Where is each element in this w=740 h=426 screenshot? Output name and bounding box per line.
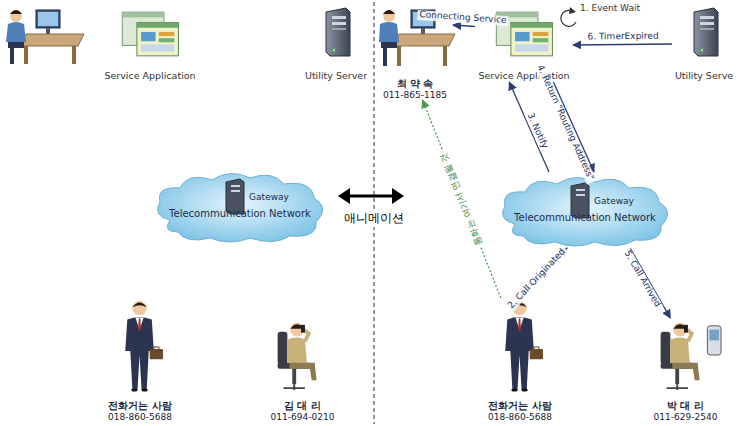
node-label: Utility Serve: [672, 71, 736, 82]
person-node: 박 대 리011-629-2540: [635, 318, 736, 422]
server-node: Utility Serve: [672, 6, 736, 82]
node-label: 전화거는 사람: [472, 401, 568, 412]
stand-icon: [92, 298, 188, 396]
node-label: Gateway: [150, 192, 330, 202]
cloud-icon: [495, 172, 675, 252]
node-sublabel: 011-629-2540: [635, 412, 736, 422]
node-sublabel: 011-694-0210: [252, 412, 353, 422]
sit-icon: [252, 318, 353, 398]
node-sublabel: Telecommunication Network: [495, 212, 675, 224]
node-label: Gateway: [495, 196, 675, 206]
loop-arrow: [561, 7, 576, 26]
double-arrow: [338, 188, 404, 204]
flow-arrow: [453, 25, 475, 27]
node-label: Service Application: [97, 71, 203, 82]
node-label: Service Application: [475, 71, 573, 82]
edge-label: 2. Call Originated: [505, 246, 569, 313]
flow-arrow: [553, 82, 594, 172]
app-icon: [97, 8, 203, 64]
node-label: 박 대 리: [635, 401, 736, 412]
edge-label: 6. TimerExpired: [585, 31, 660, 42]
node-sublabel: 018-860-5688: [472, 412, 568, 422]
stand-icon: [472, 298, 568, 396]
desk-person: [6, 10, 84, 64]
dotted-arrow: [423, 100, 501, 298]
node-sublabel: 018-860-5688: [92, 412, 188, 422]
edge-label: 3. Notify: [524, 109, 550, 151]
person-node: 전화거는 사람018-860-5688: [92, 298, 188, 422]
person-node: 전화거는 사람018-860-5688: [472, 298, 568, 422]
cloud-icon: [150, 168, 330, 248]
server-icon: [672, 6, 736, 62]
node-sublabel: Telecommunication Network: [150, 208, 330, 220]
flow-arrow: [573, 44, 672, 45]
edge-label: 통화는 여기서 연결될 것: [438, 149, 485, 248]
step-label: 1. Event Wait: [580, 3, 640, 13]
application-node: Service Application: [97, 8, 203, 82]
server-icon: [297, 6, 375, 62]
server-node: Utility Server: [297, 6, 375, 82]
network-cloud: GatewayTelecommunication Network: [150, 168, 330, 244]
network-cloud: GatewayTelecommunication Network: [495, 172, 675, 248]
animation-label: 애니메이션: [342, 210, 406, 227]
node-label: 최 약 속: [377, 79, 453, 90]
node-label: 김 대 리: [252, 401, 353, 412]
node-label: 전화거는 사람: [92, 401, 188, 412]
node-label: Utility Server: [297, 71, 375, 82]
edge-label: 5. Call Arrived: [621, 247, 663, 311]
sitphone-icon: [635, 318, 736, 398]
node-sublabel: 011-865-1185: [377, 90, 453, 100]
person-node: 김 대 리011-694-0210: [252, 318, 353, 422]
